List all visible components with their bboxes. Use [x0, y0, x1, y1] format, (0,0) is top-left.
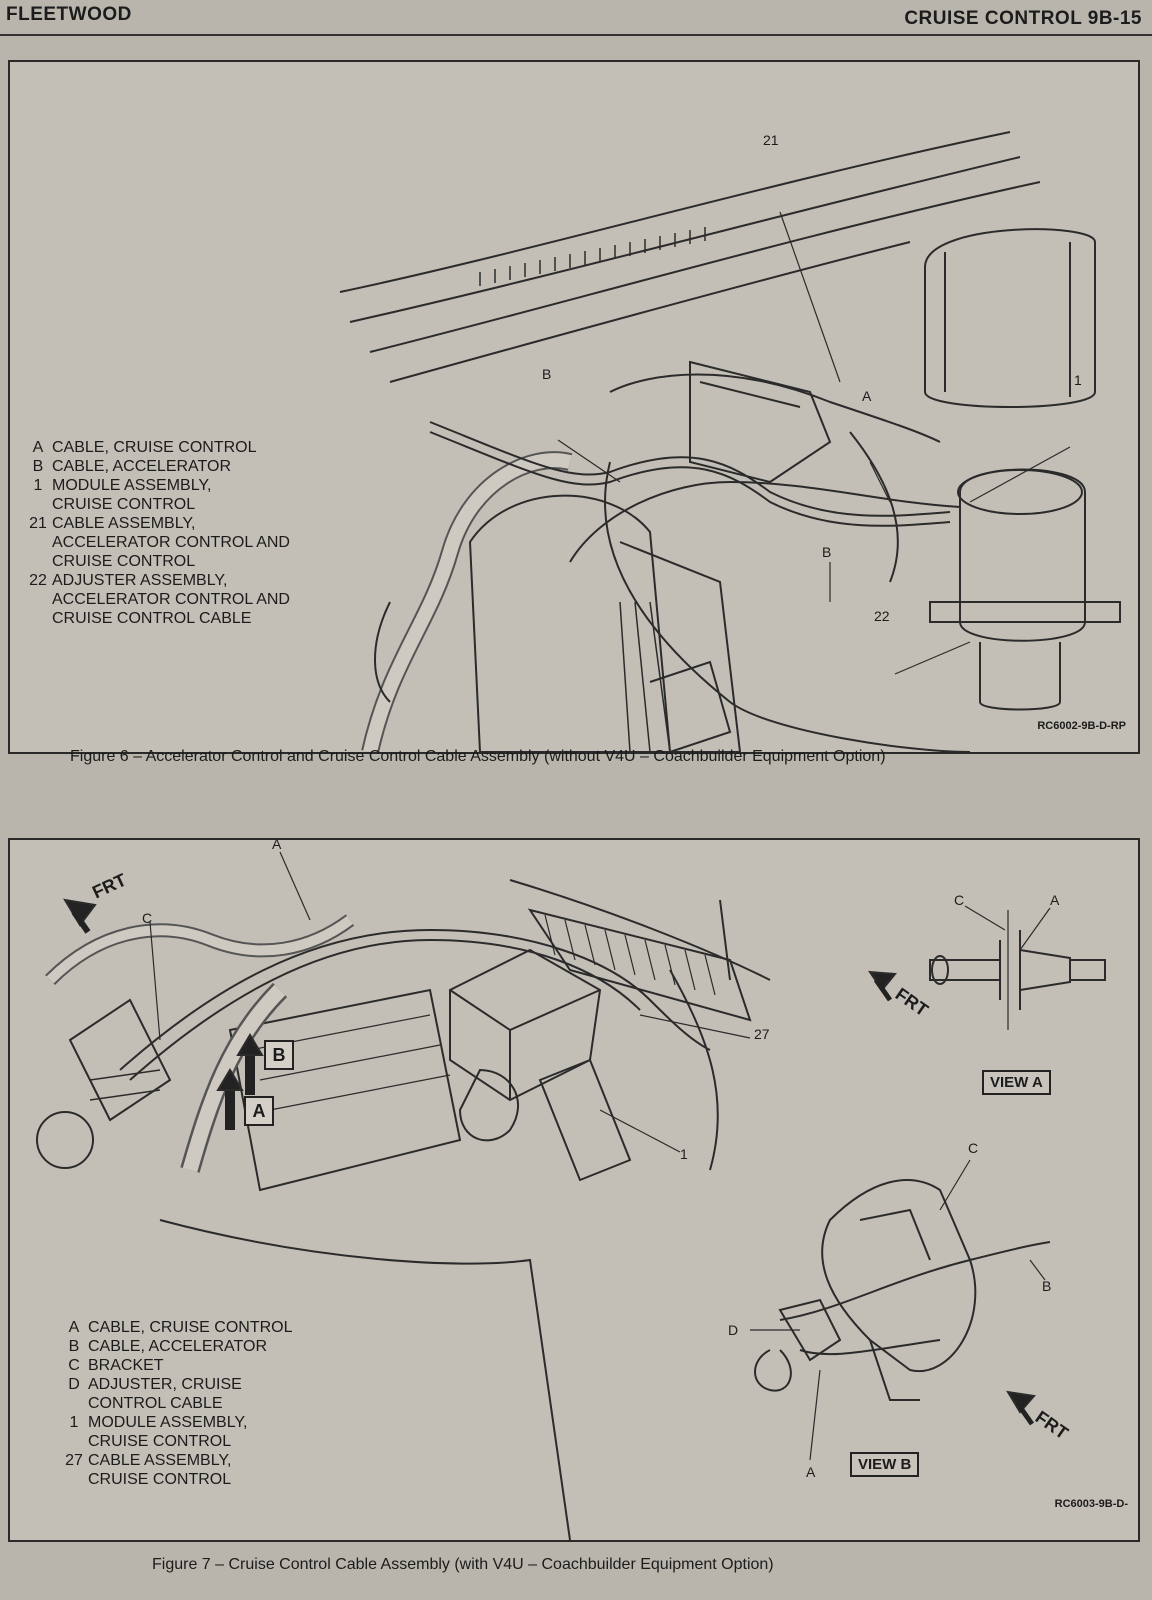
- header-rule: [0, 34, 1152, 36]
- legend-key: 27: [65, 1452, 83, 1469]
- legend-key: D: [68, 1376, 80, 1393]
- view-b-callout-a: A: [806, 1464, 816, 1480]
- legend-row: B CABLE, ACCELERATOR: [24, 457, 290, 476]
- legend-row: 22 ADJUSTER ASSEMBLY, ACCELERATOR CONTROL…: [24, 571, 290, 628]
- figure-6-ref-code: RC6002-9B-D-RP: [1037, 720, 1126, 732]
- callout-b-lower: B: [822, 544, 832, 560]
- legend-key: C: [68, 1357, 80, 1374]
- legend-desc: ADJUSTER ASSEMBLY, ACCELERATOR CONTROL A…: [52, 572, 290, 627]
- figure-6-panel: 21 B A 1 B 22 A CABLE, CRUISE CONTROL B CA…: [8, 60, 1140, 765]
- figure-7-ref-code: RC6003-9B-D-: [1054, 1498, 1128, 1510]
- legend-row: A CABLE, CRUISE CONTROL: [60, 1318, 293, 1337]
- legend-row: 1 MODULE ASSEMBLY, CRUISE CONTROL: [60, 1413, 292, 1451]
- arrow-b-label: B: [264, 1040, 294, 1070]
- header-section-title: CRUISE CONTROL 9B-15: [904, 8, 1142, 29]
- figure-7-legend: A CABLE, CRUISE CONTROL B CABLE, ACCELERAT…: [60, 1318, 292, 1489]
- legend-desc: BRACKET: [88, 1357, 164, 1374]
- legend-key: 21: [29, 515, 47, 532]
- figure-6-illustration: [339, 131, 1121, 752]
- figure-6-caption: Figure 6 – Accelerator Control and Cruis…: [70, 748, 886, 765]
- legend-row: 21 CABLE ASSEMBLY, ACCELERATOR CONTROL AN…: [24, 514, 290, 571]
- legend-row: A CABLE, CRUISE CONTROL: [24, 438, 290, 457]
- legend-row: B CABLE, ACCELERATOR: [60, 1337, 292, 1356]
- callout-1: 1: [680, 1146, 688, 1162]
- callout-27: 27: [754, 1026, 770, 1042]
- legend-desc: CABLE, CRUISE CONTROL: [52, 439, 257, 456]
- page-header: FLEETWOOD CRUISE CONTROL 9B-15: [0, 0, 1152, 40]
- callout-c-main: C: [142, 910, 153, 926]
- callout-b-upper: B: [542, 366, 552, 382]
- callout-1: 1: [1074, 372, 1082, 388]
- header-manual-title: FLEETWOOD: [6, 4, 132, 25]
- legend-row: 27 CABLE ASSEMBLY, CRUISE CONTROL: [60, 1451, 292, 1489]
- legend-key: 1: [33, 477, 43, 494]
- view-a-callout-a: A: [1050, 892, 1060, 908]
- legend-row: D ADJUSTER, CRUISE CONTROL CABLE: [60, 1375, 292, 1413]
- figure-6-legend: A CABLE, CRUISE CONTROL B CABLE, ACCELERAT…: [24, 438, 290, 628]
- legend-key: 1: [69, 1414, 79, 1431]
- legend-key: A: [32, 439, 44, 456]
- callout-22: 22: [874, 608, 890, 624]
- view-b-label: VIEW B: [850, 1452, 920, 1477]
- legend-desc: MODULE ASSEMBLY, CRUISE CONTROL: [88, 1414, 248, 1450]
- legend-key: A: [68, 1319, 80, 1336]
- legend-desc: CABLE ASSEMBLY, ACCELERATOR CONTROL AND …: [52, 515, 290, 570]
- figure-7-panel: FRT FRT FRT A C 27 1 B A C A VIEW A C B …: [8, 836, 1140, 1542]
- view-b-callout-d: D: [728, 1322, 739, 1338]
- legend-key: B: [32, 458, 44, 475]
- legend-row: 1 MODULE ASSEMBLY, CRUISE CONTROL: [24, 476, 290, 514]
- callout-a: A: [862, 388, 872, 404]
- legend-desc: MODULE ASSEMBLY, CRUISE CONTROL: [52, 477, 212, 513]
- legend-desc: CABLE, CRUISE CONTROL: [88, 1319, 293, 1336]
- figure-7-caption: Figure 7 – Cruise Control Cable Assembly…: [152, 1556, 774, 1573]
- view-b-callout-c: C: [968, 1140, 979, 1156]
- view-a-label: VIEW A: [982, 1070, 1051, 1095]
- callout-21: 21: [763, 132, 779, 148]
- view-b-callout-b: B: [1042, 1278, 1052, 1294]
- legend-key: B: [68, 1338, 80, 1355]
- callout-a-main: A: [272, 836, 282, 852]
- view-a-callout-c: C: [954, 892, 965, 908]
- legend-desc: ADJUSTER, CRUISE CONTROL CABLE: [88, 1376, 242, 1412]
- legend-key: 22: [29, 572, 47, 589]
- legend-desc: CABLE ASSEMBLY, CRUISE CONTROL: [88, 1452, 232, 1488]
- legend-desc: CABLE, ACCELERATOR: [52, 458, 232, 475]
- legend-row: C BRACKET: [60, 1356, 292, 1375]
- figure-7-illustration: [36, 851, 1106, 1540]
- legend-desc: CABLE, ACCELERATOR: [88, 1338, 268, 1355]
- arrow-a-label: A: [244, 1096, 274, 1126]
